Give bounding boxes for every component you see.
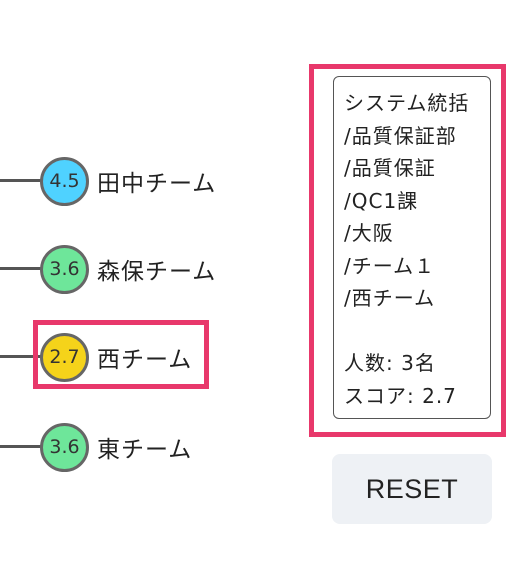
org-path-line: /チーム１ xyxy=(344,253,436,278)
team-node-tanaka[interactable]: 4.5 田中チーム xyxy=(40,155,216,207)
headcount-text: 人数: 3名 xyxy=(344,351,436,375)
team-name-label: 東チーム xyxy=(97,437,193,463)
team-node-higashi[interactable]: 3.6 東チーム xyxy=(40,421,192,473)
tree-connector-line xyxy=(0,179,44,182)
detail-spacer xyxy=(344,315,490,348)
score-text: スコア: 2.7 xyxy=(344,383,457,408)
detail-panel: システム統括 /品質保証部 /品質保証 /QC1課 /大阪 /チーム１ /西チー… xyxy=(333,76,491,419)
reset-button[interactable]: RESET xyxy=(332,454,492,524)
tree-connector-line xyxy=(0,445,44,448)
org-path-line: /品質保証部 xyxy=(344,123,457,148)
org-path-line: /大阪 xyxy=(344,221,394,245)
tree-connector-line xyxy=(0,267,44,270)
selected-team-highlight xyxy=(33,320,209,389)
detail-panel-highlight xyxy=(309,64,506,437)
score-badge: 3.6 xyxy=(40,422,89,472)
score-badge: 4.5 xyxy=(40,156,89,206)
score-badge: 2.7 xyxy=(40,332,89,382)
org-path-line: システム統括 xyxy=(344,91,470,115)
team-node-nishi[interactable]: 2.7 西チーム xyxy=(40,331,192,383)
org-path-line: /QC1課 xyxy=(344,188,419,213)
score-badge: 3.6 xyxy=(40,244,89,294)
tree-connector-line xyxy=(0,355,44,358)
team-name-label: 西チーム xyxy=(97,347,193,373)
team-name-label: 田中チーム xyxy=(97,171,217,197)
org-path-line: /西チーム xyxy=(344,286,436,310)
team-name-label: 森保チーム xyxy=(97,259,217,285)
org-path-line: /品質保証 xyxy=(344,156,436,180)
team-node-moriyasu[interactable]: 3.6 森保チーム xyxy=(40,243,216,295)
